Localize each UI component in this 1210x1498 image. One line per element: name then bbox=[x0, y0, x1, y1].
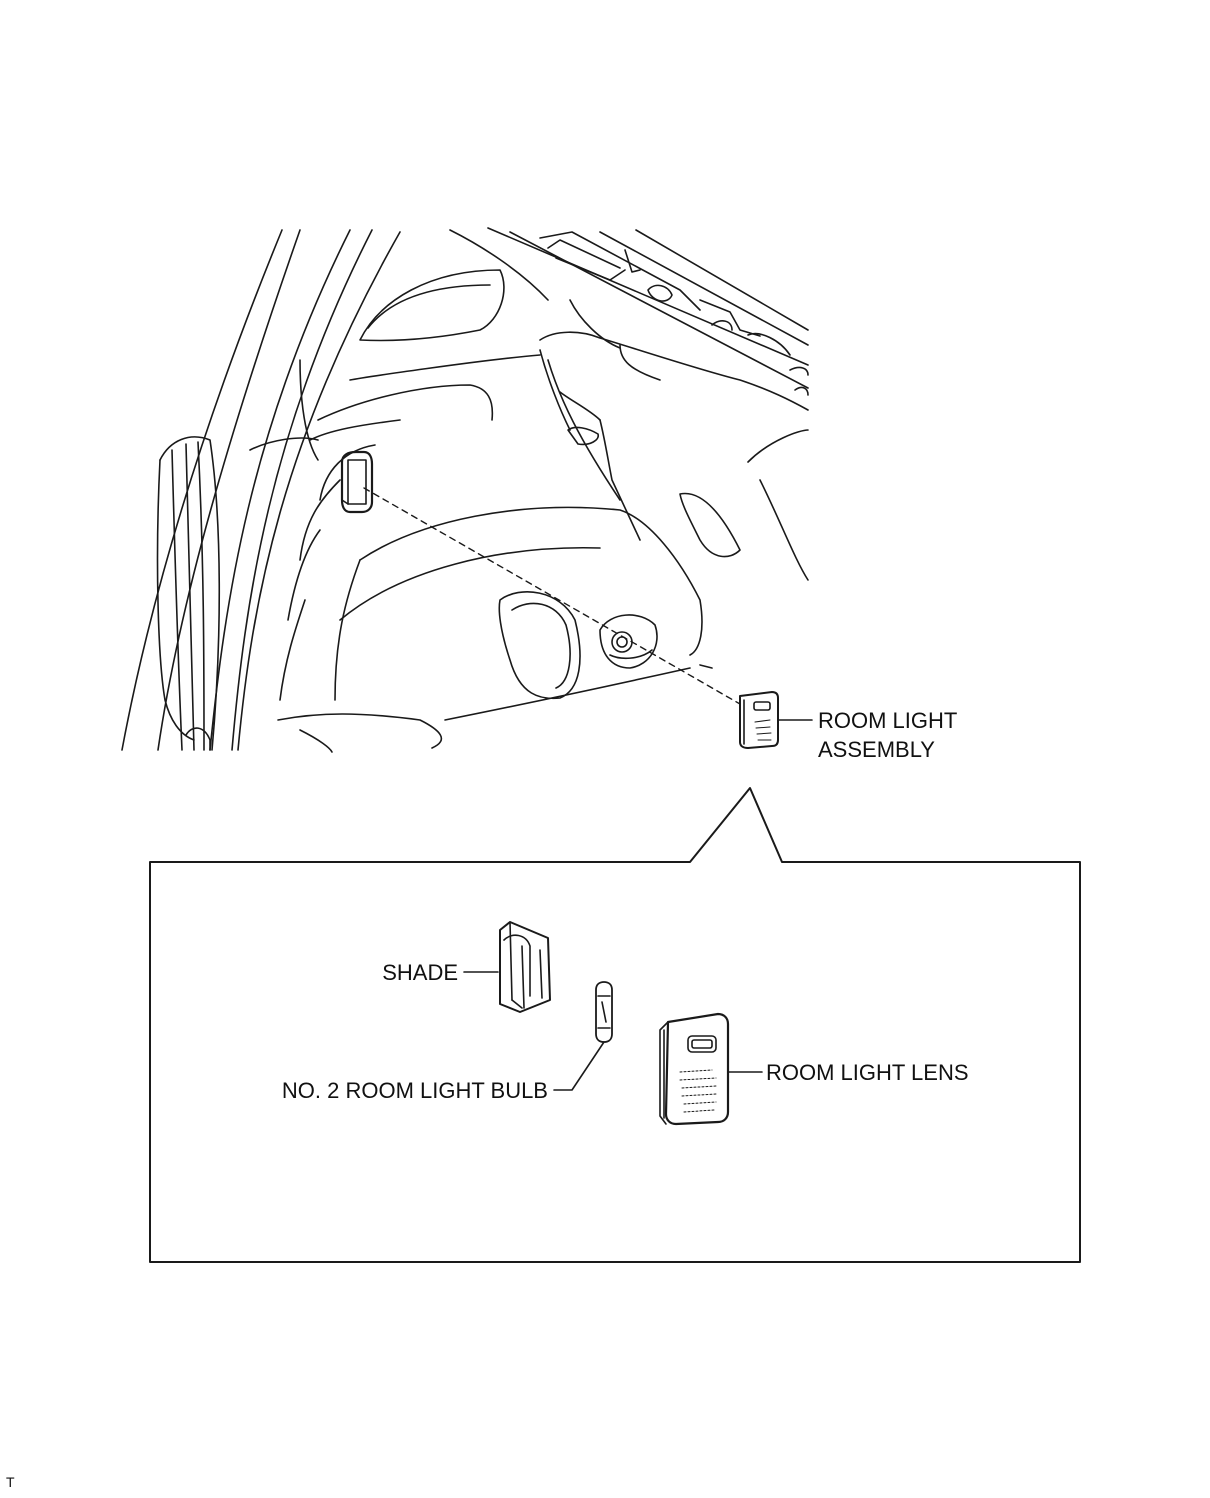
shade-part bbox=[499, 921, 551, 1013]
leader-bulb bbox=[553, 1041, 605, 1091]
detail-callout-box bbox=[149, 787, 1081, 1263]
bulb-part bbox=[595, 981, 613, 1043]
label-room-light-assembly-line2: ASSEMBLY bbox=[818, 737, 935, 762]
installation-guide-line bbox=[363, 487, 741, 705]
figure-code: T bbox=[6, 1474, 15, 1490]
label-bulb: NO. 2 ROOM LIGHT BULB bbox=[282, 1078, 548, 1103]
vehicle-luggage-compartment bbox=[121, 227, 809, 753]
lens-part bbox=[659, 1012, 730, 1126]
label-room-light-assembly-line1: ROOM LIGHT bbox=[818, 708, 957, 733]
label-lens: ROOM LIGHT LENS bbox=[766, 1060, 969, 1085]
label-shade: SHADE bbox=[382, 960, 458, 985]
room-light-assembly-part bbox=[739, 691, 779, 749]
room-light-opening bbox=[340, 450, 374, 514]
